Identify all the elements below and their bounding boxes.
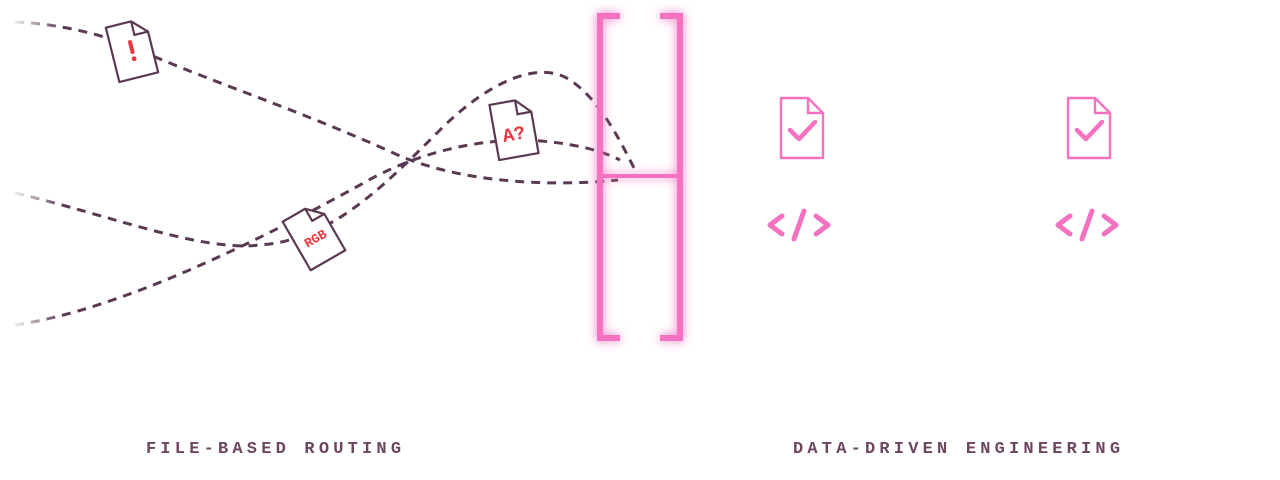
code-icon: [767, 208, 831, 242]
bracket-gateway: [597, 13, 683, 341]
route-curve-1: [14, 20, 619, 185]
svg-text:A?: A?: [501, 122, 527, 148]
file-based-routing-caption: FILE-BASED ROUTING: [146, 440, 406, 459]
data-driven-engineering-caption: DATA-DRIVEN ENGINEERING: [793, 440, 1125, 459]
route-curve-2: [14, 70, 638, 248]
code-icon: [1055, 208, 1119, 242]
chaotic-routes: [14, 20, 638, 327]
file-font-question-icon: A?: [488, 99, 540, 162]
file-alert-icon: [104, 20, 160, 84]
structured-tracks: [684, 126, 1270, 227]
file-check-icon: [779, 96, 825, 160]
route-curve-3: [14, 138, 621, 327]
file-rgb-icon: RGB: [281, 207, 347, 272]
file-check-icon: [1066, 96, 1112, 160]
